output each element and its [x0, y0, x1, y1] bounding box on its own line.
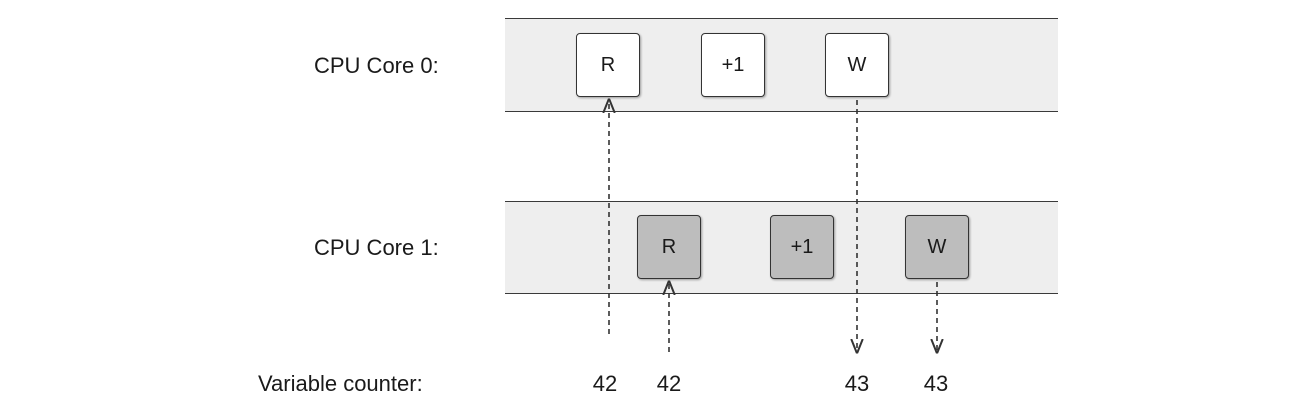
core0-read-op: R [576, 33, 640, 97]
counter-value: 42 [592, 371, 618, 396]
core0-increment-op: +1 [701, 33, 765, 97]
counter-label: Variable counter: [258, 371, 423, 396]
core1-label: CPU Core 1: [314, 235, 439, 260]
counter-value: 43 [923, 371, 949, 396]
counter-value: 42 [656, 371, 682, 396]
core1-increment-op: +1 [770, 215, 834, 279]
counter-value: 43 [844, 371, 870, 396]
core1-write-op: W [905, 215, 969, 279]
core0-write-op: W [825, 33, 889, 97]
core1-read-op: R [637, 215, 701, 279]
core0-label: CPU Core 0: [314, 53, 439, 78]
